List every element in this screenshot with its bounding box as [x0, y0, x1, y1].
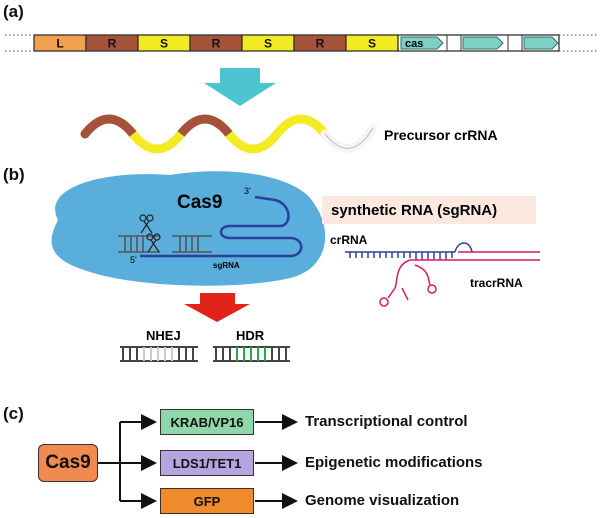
- tracrrna-strand: [379, 251, 540, 307]
- sgrna-strand: [140, 195, 303, 258]
- nhej-dna-ladder: [120, 346, 198, 362]
- locus-segment-label: S: [264, 37, 272, 51]
- repair-arrow: [184, 293, 250, 322]
- outcome-label-visualization: Genome visualization: [305, 492, 460, 509]
- cas-gene-region: [397, 34, 560, 52]
- hdr-dna-ladder: [213, 346, 290, 362]
- fusion-box-label: GFP: [193, 493, 221, 509]
- fusion-box-gfp: GFP: [160, 488, 254, 514]
- panel-label-c: (c): [3, 404, 24, 423]
- cas9-source-label: Cas9: [45, 452, 91, 473]
- precursor-crrna-label: Precursor crRNA: [384, 127, 498, 143]
- hdr-label: HDR: [236, 328, 265, 343]
- transcription-arrow: [204, 68, 276, 106]
- outcome-arrows: [255, 414, 298, 509]
- panel-c-connectors: [98, 414, 298, 509]
- panel-a-figure: L R S R S R S cas Precursor crRNA: [5, 34, 598, 154]
- locus-segment-label: L: [56, 37, 63, 51]
- locus-segment-label: S: [160, 37, 168, 51]
- locus-segment-label: R: [212, 37, 221, 51]
- outcome-label-epigenetic: Epigenetic modifications: [305, 454, 483, 471]
- panel-b-figure: Cas9 3' 5' sgRNA synthetic RNA (sgRNA) c…: [51, 171, 540, 362]
- fusion-box-label: LDS1/TET1: [172, 455, 242, 471]
- synthetic-rna-label-bg: [322, 196, 536, 224]
- cas-gene-arrow: [400, 36, 444, 50]
- cas9-protein-blob: [51, 171, 326, 286]
- five-prime-label: 5': [130, 255, 137, 265]
- three-prime-label: 3': [244, 186, 251, 196]
- locus-segment-label: R: [316, 37, 325, 51]
- nhej-label: NHEJ: [146, 328, 181, 343]
- cas-gene-arrow-2: [462, 36, 504, 50]
- locus-segment-label: R: [108, 37, 117, 51]
- cas-gene-label: cas: [405, 38, 423, 50]
- scissors-icon: [139, 214, 154, 234]
- locus-segment-label: S: [368, 37, 376, 51]
- synthetic-rna-label: synthetic RNA (sgRNA): [331, 202, 497, 219]
- panel-label-b: (b): [3, 165, 25, 184]
- precursor-crrna-strand: [80, 114, 378, 154]
- fusion-box-label: KRAB/VP16: [170, 414, 244, 430]
- tracrrna-label: tracrRNA: [470, 276, 523, 290]
- cas-gene-arrow-3: [523, 36, 559, 50]
- cas9-protein-label: Cas9: [177, 192, 222, 213]
- outcome-label-transcriptional: Transcriptional control: [305, 413, 468, 430]
- fusion-box-krab: KRAB/VP16: [160, 409, 254, 435]
- cas9-source-box: Cas9: [38, 444, 98, 482]
- branch-connectors: [98, 414, 157, 509]
- panel-label-a: (a): [3, 2, 24, 21]
- crrna-strand: [345, 242, 473, 258]
- sgrna-inner-label: sgRNA: [213, 261, 240, 270]
- target-dna: [118, 235, 212, 253]
- scissors-icon-2: [146, 233, 161, 253]
- fusion-box-lds1: LDS1/TET1: [160, 450, 254, 476]
- crrna-label: crRNA: [330, 233, 368, 247]
